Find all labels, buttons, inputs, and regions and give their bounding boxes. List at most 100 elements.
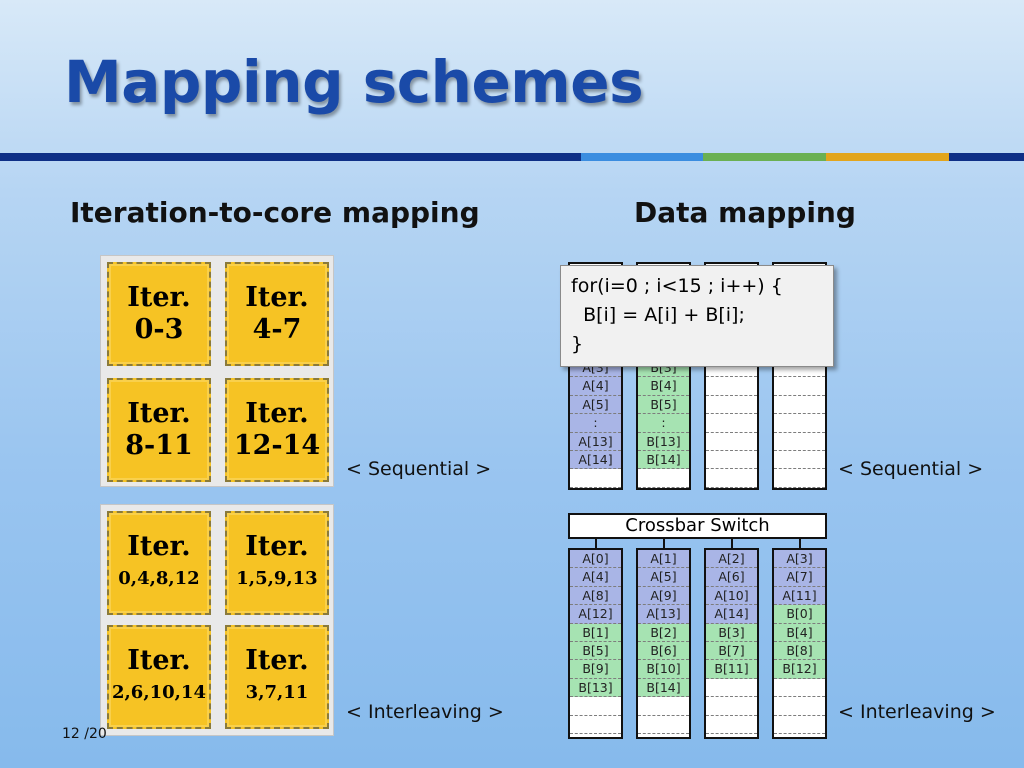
array-element: B[14] <box>638 678 689 698</box>
empty-slot <box>638 469 689 488</box>
array-element: B[14] <box>638 450 689 470</box>
empty-slot <box>638 715 689 734</box>
empty-slot <box>774 469 825 488</box>
array-element: B[10] <box>638 660 689 679</box>
array-element: B[2] <box>638 623 689 642</box>
array-element: A[1] <box>638 550 689 569</box>
empty-slot <box>706 469 757 488</box>
core-cell-label: Iter. <box>127 282 191 313</box>
switch-connector <box>663 538 665 548</box>
empty-slot <box>570 469 621 488</box>
empty-slot <box>706 377 757 396</box>
core-cell-range: 0,4,8,12 <box>118 568 200 589</box>
memory-bank-column: A[2]A[6]A[10]A[14]B[3]B[7]B[11] <box>704 548 759 739</box>
empty-slot <box>774 432 825 451</box>
sequential-data-caption: < Sequential > <box>838 458 984 480</box>
crossbar-switch: Crossbar Switch <box>568 513 827 539</box>
empty-slot <box>706 678 757 698</box>
array-element: A[6] <box>706 568 757 587</box>
empty-slot <box>706 697 757 716</box>
code-line: B[i] = A[i] + B[i]; <box>571 304 745 326</box>
core-cell: Iter. 0,4,8,12 <box>107 511 211 615</box>
switch-connector <box>799 538 801 548</box>
core-cell-label: Iter. <box>127 531 191 562</box>
array-element: B[6] <box>638 641 689 661</box>
array-element: A[2] <box>706 550 757 569</box>
array-element: A[12] <box>570 605 621 624</box>
code-line: } <box>571 333 584 355</box>
array-element: A[9] <box>638 586 689 606</box>
array-element: B[3] <box>706 623 757 642</box>
code-line: for(i=0 ; i<15 ; i++) { <box>571 275 783 297</box>
array-element: A[13] <box>570 432 621 451</box>
array-element: A[5] <box>638 568 689 587</box>
array-element: : <box>570 414 621 433</box>
empty-slot <box>774 395 825 415</box>
empty-slot <box>774 678 825 698</box>
array-element: A[5] <box>570 395 621 415</box>
array-element: B[12] <box>774 660 825 679</box>
array-element: A[7] <box>774 568 825 587</box>
core-cell-label: Iter. <box>127 398 191 429</box>
array-element: A[8] <box>570 586 621 606</box>
page-number: 12 /20 <box>62 726 107 742</box>
empty-slot <box>706 715 757 734</box>
rule-accent-orange <box>826 153 949 161</box>
iteration-mapping-heading: Iteration-to-core mapping <box>70 196 480 229</box>
core-cell: Iter. 2,6,10,14 <box>107 625 211 729</box>
array-element: B[1] <box>570 623 621 642</box>
core-cell: Iter. 12-14 <box>225 378 329 482</box>
loop-code-box: for(i=0 ; i<15 ; i++) { B[i] = A[i] + B[… <box>560 265 834 367</box>
empty-slot <box>706 414 757 433</box>
sequential-iteration-caption: < Sequential > <box>346 458 492 480</box>
array-element: A[14] <box>706 605 757 624</box>
array-element: B[4] <box>638 377 689 396</box>
array-element: B[5] <box>638 395 689 415</box>
empty-slot <box>774 377 825 396</box>
empty-slot <box>774 715 825 734</box>
core-cell: Iter. 0-3 <box>107 262 211 366</box>
core-cell-range: 0-3 <box>134 314 184 345</box>
title-rule <box>0 153 1024 161</box>
array-element: B[11] <box>706 660 757 679</box>
array-element: B[4] <box>774 623 825 642</box>
core-cell-label: Iter. <box>245 531 309 562</box>
empty-slot <box>774 414 825 433</box>
data-mapping-heading: Data mapping <box>634 196 856 229</box>
interleaved-iteration-caption: < Interleaving > <box>346 701 504 723</box>
array-element: B[8] <box>774 641 825 661</box>
core-cell-label: Iter. <box>127 645 191 676</box>
array-element: A[13] <box>638 605 689 624</box>
interleaved-data-caption: < Interleaving > <box>838 701 996 723</box>
array-element: A[4] <box>570 377 621 396</box>
core-cell: Iter. 1,5,9,13 <box>225 511 329 615</box>
core-cell: Iter. 8-11 <box>107 378 211 482</box>
array-element: A[11] <box>774 586 825 606</box>
empty-slot <box>570 715 621 734</box>
array-element: B[13] <box>638 432 689 451</box>
switch-connector <box>595 538 597 548</box>
empty-slot <box>774 450 825 470</box>
core-cell-range: 2,6,10,14 <box>112 682 206 703</box>
array-element: A[4] <box>570 568 621 587</box>
empty-slot <box>570 697 621 716</box>
empty-slot <box>706 395 757 415</box>
core-cell-range: 1,5,9,13 <box>236 568 318 589</box>
memory-bank-column: A[3]A[7]A[11]B[0]B[4]B[8]B[12] <box>772 548 827 739</box>
core-cell-label: Iter. <box>245 398 309 429</box>
array-element: : <box>638 414 689 433</box>
core-cell-range: 3,7,11 <box>245 682 309 703</box>
switch-connector <box>731 538 733 548</box>
core-cell: Iter. 3,7,11 <box>225 625 329 729</box>
rule-accent-blue <box>581 153 703 161</box>
empty-slot <box>774 697 825 716</box>
empty-slot <box>706 432 757 451</box>
array-element: B[5] <box>570 641 621 661</box>
empty-slot <box>638 697 689 716</box>
array-element: B[13] <box>570 678 621 698</box>
interleaved-core-grid: Iter. 0,4,8,12 Iter. 1,5,9,13 Iter. 2,6,… <box>100 504 334 736</box>
array-element: B[0] <box>774 605 825 624</box>
array-element: A[10] <box>706 586 757 606</box>
empty-slot <box>706 450 757 470</box>
memory-bank-column: A[0]A[4]A[8]A[12]B[1]B[5]B[9]B[13] <box>568 548 623 739</box>
